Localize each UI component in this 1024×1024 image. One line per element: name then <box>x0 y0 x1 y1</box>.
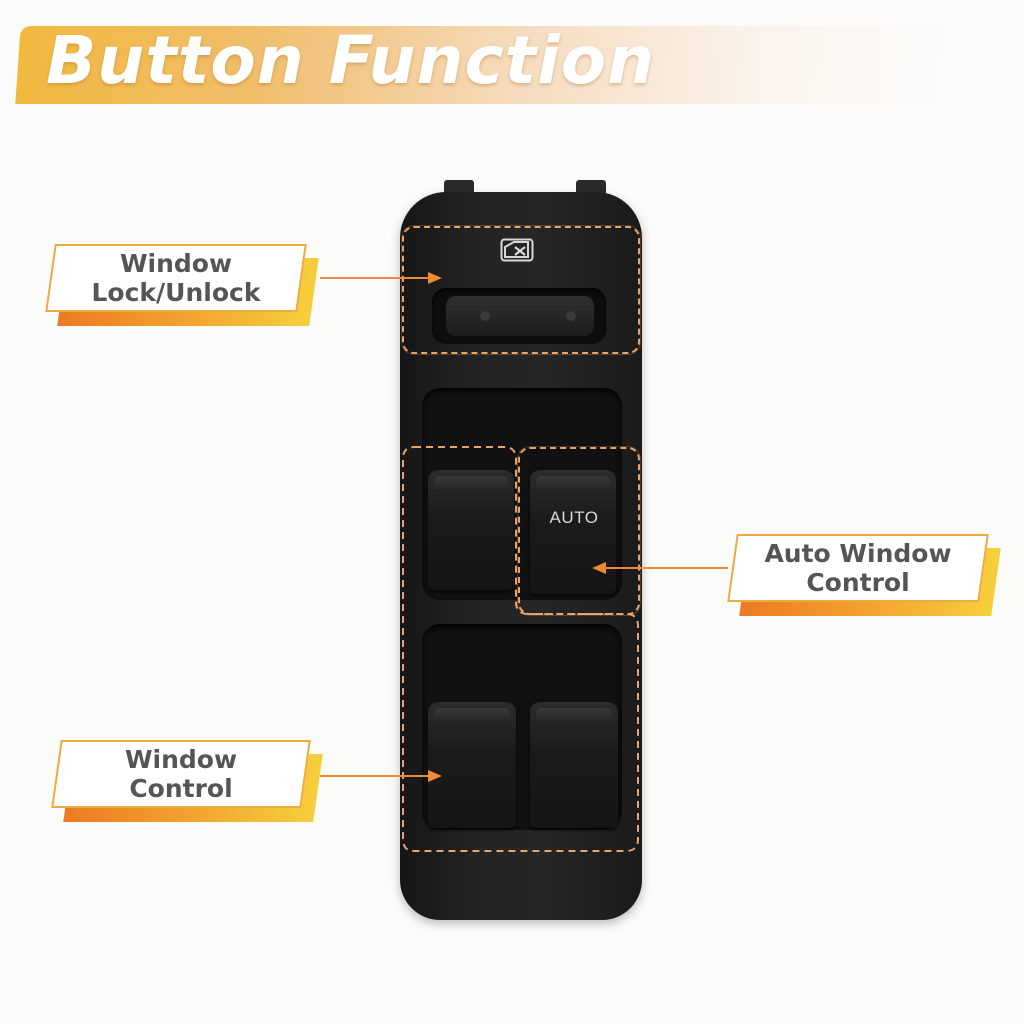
driver-window-switch[interactable] <box>428 470 514 590</box>
lock-button-dot <box>480 311 490 321</box>
page-title: Button Function <box>46 22 656 99</box>
rear-left-window-switch[interactable] <box>428 702 516 828</box>
callout-auto-window: Auto Window Control <box>727 534 1001 616</box>
auto-label: AUTO <box>549 508 599 527</box>
window-lock-button[interactable] <box>446 296 594 336</box>
lock-arrow-line <box>320 277 430 279</box>
callout-line: Window <box>124 745 238 774</box>
lock-highlight <box>402 226 640 354</box>
callout-line: Control <box>806 568 910 597</box>
callout-window-control: Window Control <box>51 740 323 822</box>
callout-text: Auto Window Control <box>732 534 984 602</box>
window-control-highlight <box>402 446 639 852</box>
auto-highlight <box>518 447 640 615</box>
lock-arrow-head <box>428 272 442 284</box>
window-arrow-head <box>428 770 442 782</box>
callout-window-lock: Window Lock/Unlock <box>45 244 319 326</box>
callout-line: Lock/Unlock <box>91 278 261 307</box>
callout-text: Window Control <box>56 740 306 808</box>
auto-arrow-head <box>592 562 606 574</box>
auto-window-switch[interactable] <box>530 470 616 594</box>
callout-line: Auto Window <box>764 539 952 568</box>
callout-text: Window Lock/Unlock <box>50 244 302 312</box>
window-lock-icon <box>500 238 534 262</box>
window-arrow-line <box>320 775 430 777</box>
rear-right-window-switch[interactable] <box>530 702 618 828</box>
callout-line: Control <box>129 774 233 803</box>
auto-arrow-line <box>604 567 728 569</box>
callout-line: Window <box>119 249 233 278</box>
lock-button-dot <box>566 311 576 321</box>
